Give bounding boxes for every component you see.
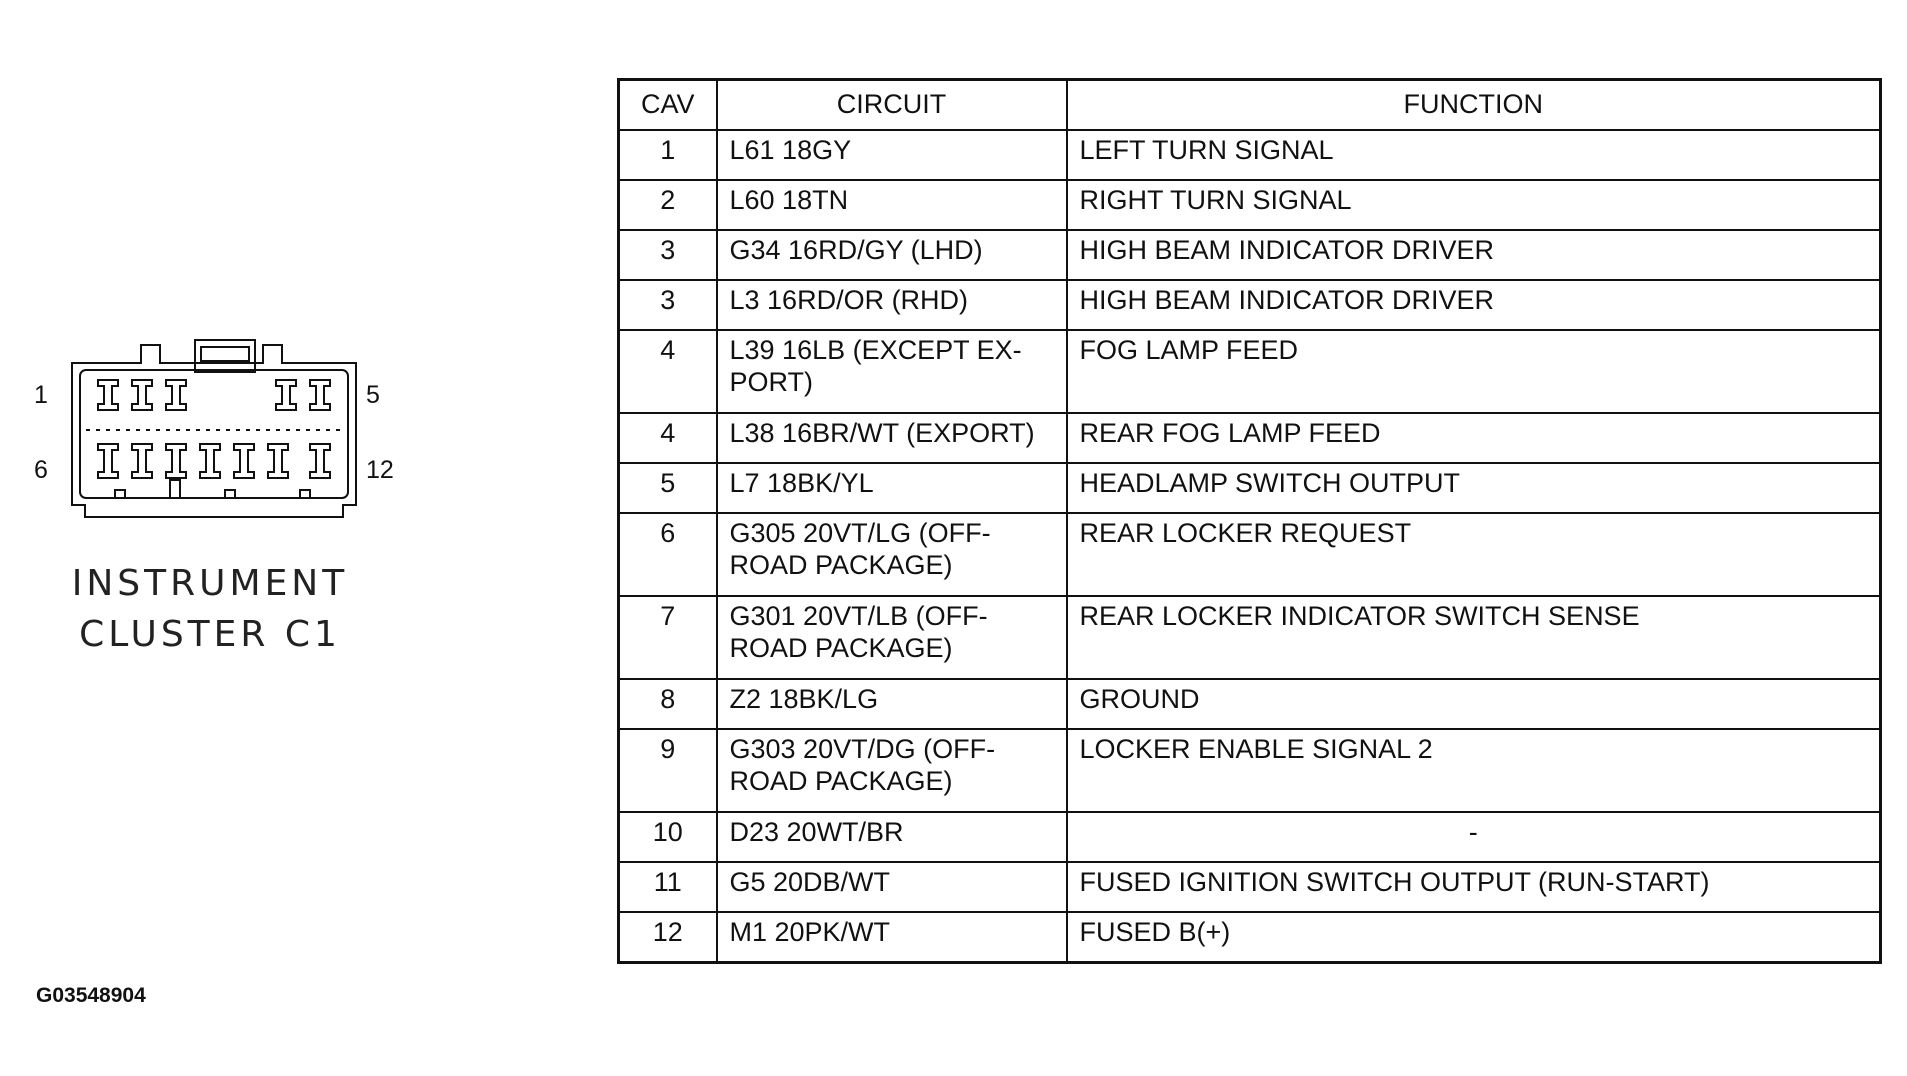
circuit-cell: G34 16RD/GY (LHD) [715, 229, 1068, 281]
connector-latch [194, 339, 256, 373]
circuit-cell: L7 18BK/YL [715, 462, 1068, 514]
pin-label-top-left: 1 [34, 381, 48, 409]
connector-outline [71, 344, 357, 518]
connector-keying [114, 479, 311, 498]
cavity-7 [131, 443, 153, 479]
circuit-cell: L60 18TN [715, 179, 1068, 231]
function-cell: FOG LAMP FEED [1065, 329, 1882, 414]
cav-cell: 3 [617, 279, 718, 331]
function-cell: REAR FOG LAMP FEED [1065, 412, 1882, 464]
function-cell: LOCKER ENABLE SIGNAL 2 [1065, 728, 1882, 813]
cav-cell: 8 [617, 678, 718, 730]
pin-label-bottom-left: 6 [34, 456, 48, 484]
circuit-cell: L38 16BR/WT (EXPORT) [715, 412, 1068, 464]
circuit-cell: M1 20PK/WT [715, 911, 1068, 964]
cav-cell: 11 [617, 861, 718, 913]
circuit-cell: Z2 18BK/LG [715, 678, 1068, 730]
cavity-3 [165, 379, 187, 411]
function-cell: REAR LOCKER REQUEST [1065, 512, 1882, 597]
connector-title: INSTRUMENT CLUSTER C1 [40, 558, 380, 660]
cav-cell: 3 [617, 229, 718, 281]
function-cell: HIGH BEAM INDICATOR DRIVER [1065, 279, 1882, 331]
cavity-row-top [97, 379, 331, 411]
table-header-row: CAV CIRCUIT FUNCTION [617, 78, 1882, 131]
connector-title-line-1: INSTRUMENT [71, 563, 349, 604]
cav-cell: 5 [617, 462, 718, 514]
cavity-10 [233, 443, 255, 479]
cavity-row-bottom [97, 443, 331, 479]
connector-diagram: 1 5 6 12 [20, 320, 420, 540]
connector-face-drawing [71, 339, 357, 518]
cavity-2 [131, 379, 153, 411]
cav-cell: 6 [617, 512, 718, 597]
function-cell: RIGHT TURN SIGNAL [1065, 179, 1882, 231]
connector-inner-border [79, 369, 349, 499]
header-cav: CAV [617, 78, 718, 131]
pin-label-top-right: 5 [366, 381, 380, 409]
circuit-cell: L61 18GY [715, 129, 1068, 181]
pin-label-bottom-right: 12 [366, 456, 394, 484]
function-cell: LEFT TURN SIGNAL [1065, 129, 1882, 181]
connector-latch-slot [200, 346, 250, 362]
circuit-cell: D23 20WT/BR [715, 811, 1068, 863]
header-circuit: CIRCUIT [715, 78, 1068, 131]
circuit-cell: L3 16RD/OR (RHD) [715, 279, 1068, 331]
cavity-6 [97, 443, 119, 479]
cavity-5 [309, 379, 331, 411]
figure-id: G03548904 [36, 984, 146, 1007]
cav-cell: 4 [617, 412, 718, 464]
function-cell: HIGH BEAM INDICATOR DRIVER [1065, 229, 1882, 281]
cav-cell: 7 [617, 595, 718, 680]
circuit-cell: G5 20DB/WT [715, 861, 1068, 913]
cav-cell: 10 [617, 811, 718, 863]
cavity-8 [165, 443, 187, 479]
function-cell: FUSED IGNITION SWITCH OUTPUT (RUN-START) [1065, 861, 1882, 913]
cavity-11 [267, 443, 289, 479]
circuit-cell: G303 20VT/DG (OFF-ROAD PACKAGE) [715, 728, 1068, 813]
cav-cell: 1 [617, 129, 718, 181]
cav-cell: 12 [617, 911, 718, 964]
cavity-9 [199, 443, 221, 479]
cavity-4 [275, 379, 297, 411]
cav-cell: 2 [617, 179, 718, 231]
circuit-cell: G301 20VT/LB (OFF-ROAD PACKAGE) [715, 595, 1068, 680]
header-function: FUNCTION [1065, 78, 1882, 131]
function-cell: - [1065, 811, 1882, 863]
function-cell: GROUND [1065, 678, 1882, 730]
cavity-1 [97, 379, 119, 411]
function-cell: REAR LOCKER INDICATOR SWITCH SENSE [1065, 595, 1882, 680]
circuit-cell: L39 16LB (EXCEPT EX-PORT) [715, 329, 1068, 414]
circuit-cell: G305 20VT/LG (OFF-ROAD PACKAGE) [715, 512, 1068, 597]
connector-title-line-2: CLUSTER C1 [79, 614, 341, 655]
cav-cell: 4 [617, 329, 718, 414]
cav-cell: 9 [617, 728, 718, 813]
function-cell: FUSED B(+) [1065, 911, 1882, 964]
function-cell: HEADLAMP SWITCH OUTPUT [1065, 462, 1882, 514]
cavity-12 [309, 443, 331, 479]
